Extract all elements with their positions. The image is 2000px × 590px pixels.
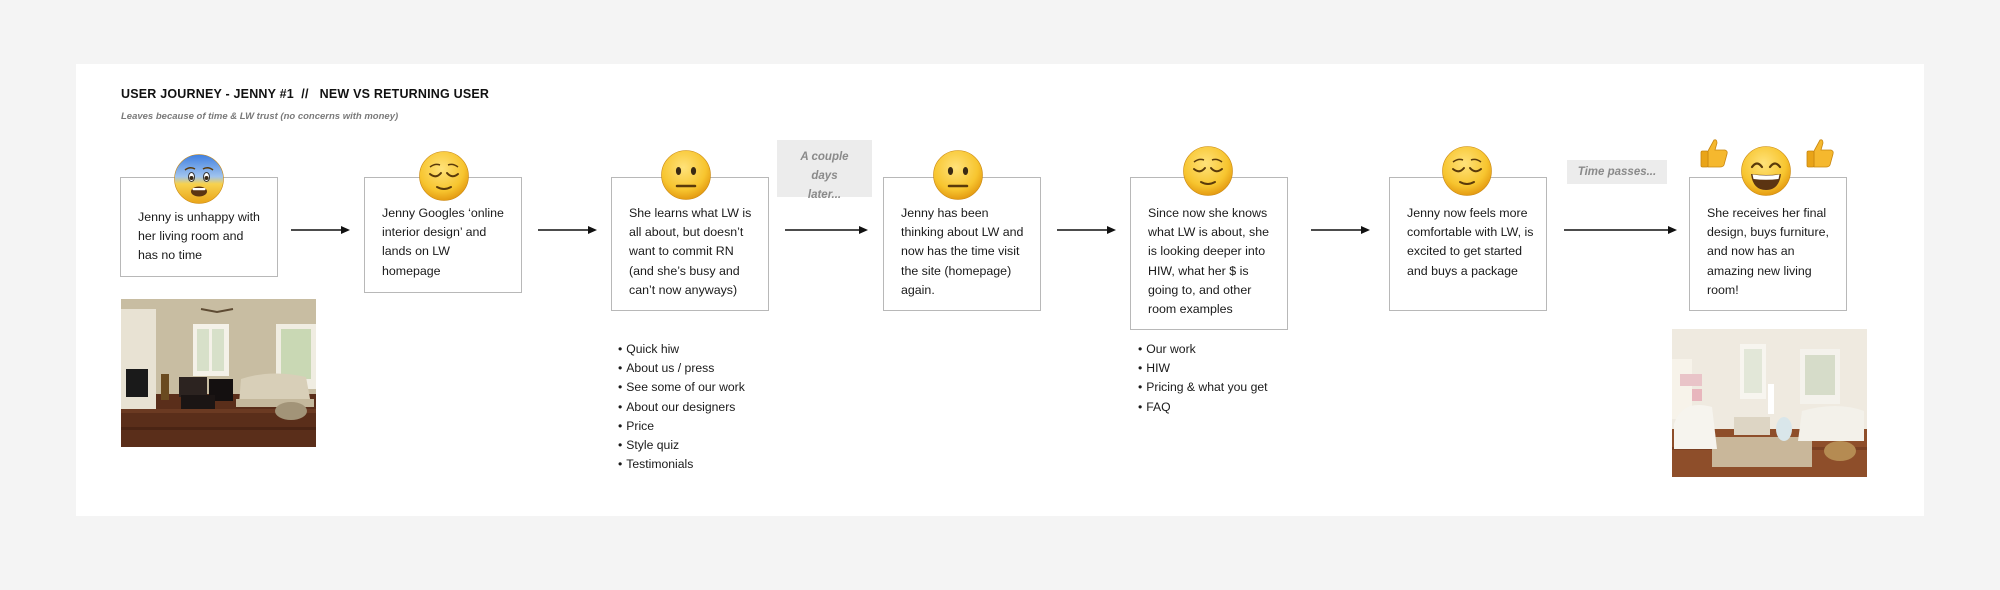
flow-arrow-2 (538, 226, 597, 234)
journey-step-7: She receives her final design, buys furn… (1689, 177, 1847, 311)
relieved-face-icon (1183, 146, 1233, 196)
page-title: USER JOURNEY - JENNY #1 // NEW VS RETURN… (121, 87, 490, 101)
grinning-face-icon (1741, 146, 1791, 196)
list-item: FAQ (1138, 398, 1268, 417)
list-item: Quick hiw (618, 340, 745, 359)
after-room-photo (1672, 329, 1867, 477)
list-item: See some of our work (618, 378, 745, 397)
homepage-visit-list: Quick hiw About us / press See some of o… (618, 340, 745, 474)
thumbs-up-icon (1700, 139, 1728, 168)
list-item: About us / press (618, 359, 745, 378)
relieved-face-icon (1442, 146, 1492, 196)
list-item: Our work (1138, 340, 1268, 359)
journey-step-5: Since now she knows what LW is about, sh… (1130, 177, 1288, 330)
time-gap-note-1: A couple days later... (777, 140, 872, 201)
neutral-face-icon (661, 150, 711, 200)
journey-step-5-text: Since now she knows what LW is about, sh… (1148, 206, 1269, 317)
time-gap-note-2: Time passes... (1567, 160, 1667, 184)
list-item: Style quiz (618, 436, 745, 455)
journey-step-6: Jenny now feels more comfortable with LW… (1389, 177, 1547, 311)
flow-arrow-4 (1057, 226, 1116, 234)
journey-step-6-text: Jenny now feels more comfortable with LW… (1407, 206, 1534, 278)
neutral-face-icon (933, 150, 983, 200)
journey-step-1-text: Jenny is unhappy with her living room an… (138, 210, 260, 263)
flow-arrow-5 (1311, 226, 1370, 234)
list-item: Pricing & what you get (1138, 378, 1267, 397)
page-subtitle: Leaves because of time & LW trust (no co… (121, 111, 399, 122)
list-item: About our designers (618, 398, 745, 417)
before-room-photo (121, 299, 316, 447)
journey-step-4-text: Jenny has been thinking about LW and now… (901, 206, 1024, 297)
thumbs-up-icon (1806, 139, 1834, 168)
flow-arrow-3 (785, 226, 868, 234)
journey-step-7-text: She receives her final design, buys furn… (1707, 206, 1829, 297)
journey-step-3-text: She learns what LW is all about, but doe… (629, 206, 752, 297)
list-item: Price (618, 417, 745, 436)
fearful-face-icon (174, 154, 224, 204)
relieved-face-icon (419, 151, 469, 201)
flow-arrow-6 (1564, 226, 1677, 234)
list-item: HIW (1138, 359, 1268, 378)
return-visit-list: Our work HIW Pricing & what you get FAQ (1138, 340, 1268, 417)
list-item: Testimonials (618, 455, 745, 474)
journey-step-2: Jenny Googles ‘online interior design’ a… (364, 177, 522, 293)
flow-arrow-1 (291, 226, 350, 234)
journey-step-2-text: Jenny Googles ‘online interior design’ a… (382, 206, 504, 278)
